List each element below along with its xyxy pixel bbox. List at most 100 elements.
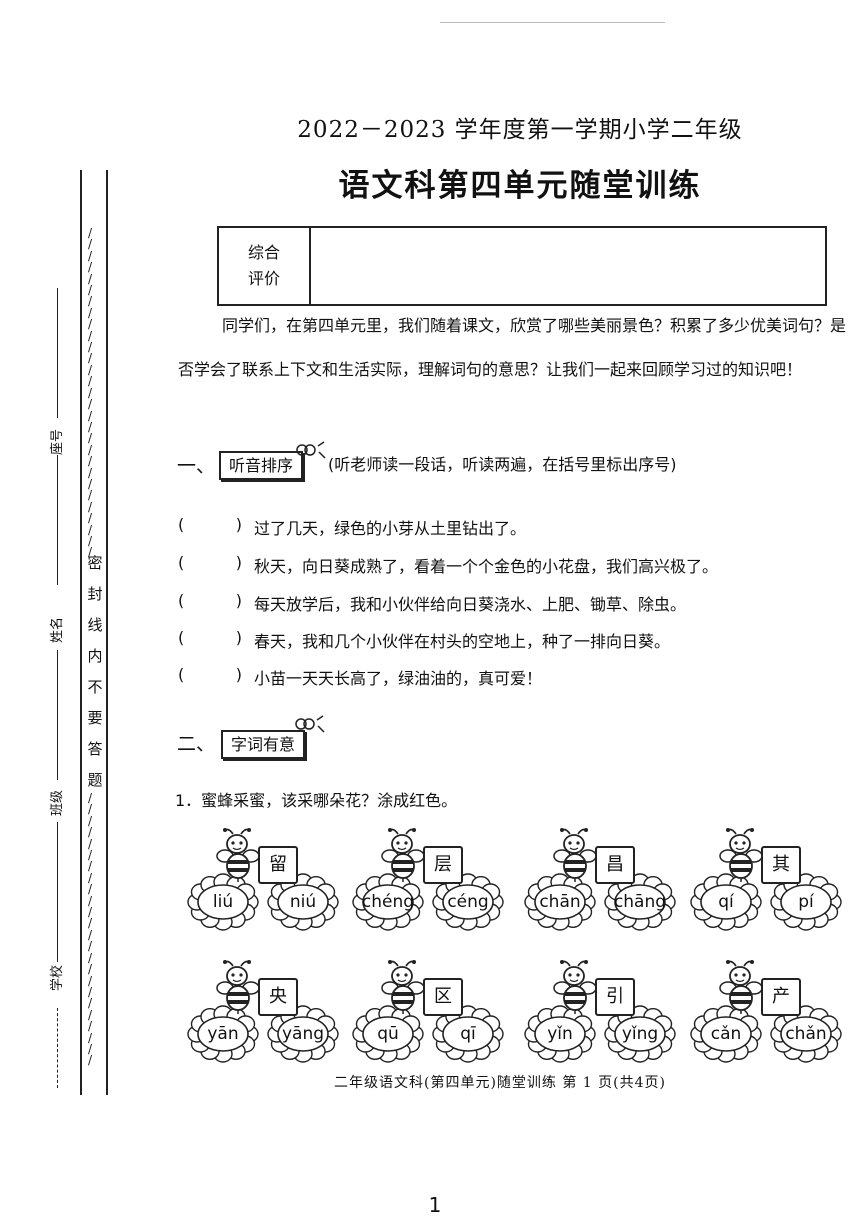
- flower-option-left[interactable]: yān: [185, 1004, 261, 1064]
- pinyin-option: liú: [212, 892, 234, 912]
- pinyin-option: chǎn: [785, 1024, 827, 1044]
- character-card: 区: [423, 978, 463, 1016]
- margin-hatch-bottom: / / / / / / / / / / / / / / / / / / / / …: [88, 791, 93, 1068]
- ordering-item: 春天，我和几个小伙伴在村头的空地上，种了一排向日葵。: [178, 628, 818, 652]
- pinyin-option: chéng: [361, 892, 415, 912]
- margin-line-inner: [80, 170, 82, 1095]
- ordering-item-text: 小苗一天天长高了，绿油油的，真可爱！: [254, 669, 543, 688]
- class-line: [57, 650, 58, 780]
- character-card: 其: [761, 846, 801, 884]
- bee-flower-group: liú niú 留: [185, 826, 340, 938]
- flower-option-left[interactable]: chān: [522, 872, 598, 932]
- evaluation-box: 综合 评价: [217, 226, 827, 306]
- seat-number-line: [57, 288, 58, 418]
- section1-title: 听音排序: [219, 451, 304, 480]
- flower-option-right[interactable]: yǐng: [602, 1004, 678, 1064]
- flower-option-right[interactable]: qī: [430, 1004, 506, 1064]
- bee-icon: [552, 958, 602, 1014]
- flower-option-right[interactable]: céng: [430, 872, 506, 932]
- margin-line-outer: [106, 170, 108, 1095]
- seal-char: 内: [87, 647, 103, 665]
- ordering-item-text: 秋天，向日葵成熟了，看着一个个金色的小花盘，我们高兴极了。: [254, 557, 719, 576]
- flower-option-left[interactable]: yǐn: [522, 1004, 598, 1064]
- pinyin-option: niú: [289, 892, 317, 912]
- pinyin-option: chān: [539, 892, 581, 912]
- pinyin-option: céng: [447, 892, 489, 912]
- bee-icon: [718, 958, 768, 1014]
- seat-number-label: 座号: [50, 429, 65, 456]
- evaluation-label-line2: 评价: [247, 269, 280, 288]
- ordering-item-text: 每天放学后，我和小伙伴给向日葵浇水、上肥、锄草、除虫。: [254, 595, 687, 614]
- pinyin-option: cǎn: [710, 1024, 742, 1044]
- flower-option-left[interactable]: qū: [350, 1004, 426, 1064]
- page-footer: 二年级语文科(第四单元)随堂训练 第 1 页(共4页): [333, 1075, 666, 1091]
- flower-option-left[interactable]: cǎn: [688, 1004, 764, 1064]
- pinyin-option: qí: [718, 892, 734, 912]
- section1-number: 一、: [177, 451, 215, 478]
- pinyin-option: chāng: [613, 892, 667, 912]
- section2-number: 二、: [177, 729, 215, 756]
- bee-doodle-icon: [295, 715, 325, 733]
- pinyin-option: qū: [377, 1024, 399, 1044]
- character-card: 层: [423, 846, 463, 884]
- ordering-item: 秋天，向日葵成熟了，看着一个个金色的小花盘，我们高兴极了。: [178, 553, 818, 577]
- margin-hatch-top: / / / / / / / / / / / / / / / / / / / / …: [88, 226, 93, 560]
- section2-header: 字词有意: [221, 730, 306, 759]
- pinyin-option: yāng: [281, 1024, 325, 1044]
- section-number: 二、: [177, 733, 216, 755]
- bee-icon: [552, 826, 602, 882]
- seal-line-notice: 密 封 线 内 不 要 答 题: [86, 548, 104, 796]
- bee-flower-group: qū qī 区: [350, 958, 505, 1070]
- bee-flower-group: yǐn yǐng 引: [522, 958, 677, 1070]
- ordering-item: 每天放学后，我和小伙伴给向日葵浇水、上肥、锄草、除虫。: [178, 591, 818, 615]
- flower-option-right[interactable]: yāng: [265, 1004, 341, 1064]
- ordering-item: 小苗一天天长高了，绿油油的，真可爱！: [178, 665, 818, 689]
- exam-title-line1: 2022－2023 学年度第一学期小学二年级: [297, 117, 743, 143]
- flower-option-left[interactable]: liú: [185, 872, 261, 932]
- bee-icon: [215, 958, 265, 1014]
- character-card: 央: [258, 978, 298, 1016]
- scan-artifact-line: [440, 22, 665, 23]
- seal-char: 封: [87, 585, 103, 603]
- bee-icon: [215, 826, 265, 882]
- evaluation-label: 综合 评价: [219, 228, 311, 304]
- seal-char: 密: [87, 554, 103, 572]
- pinyin-option: yān: [207, 1024, 239, 1044]
- bee-icon: [380, 826, 430, 882]
- page-number: 1: [428, 1193, 442, 1217]
- exam-title-line2: 语文科第四单元随堂训练: [338, 168, 702, 204]
- flower-option-right[interactable]: chǎn: [768, 1004, 844, 1064]
- seal-char: 要: [87, 709, 103, 727]
- bee-flower-group: cǎn chǎn 产: [688, 958, 843, 1070]
- question-1-prompt: 1．蜜蜂采蜜，该采哪朵花？涂成红色。: [175, 791, 458, 810]
- margin-dash-line: [57, 1008, 58, 1088]
- bee-doodle-icon: [296, 441, 326, 459]
- ordering-item-text: 春天，我和几个小伙伴在村头的空地上，种了一排向日葵。: [254, 632, 671, 651]
- section2-title: 字词有意: [221, 730, 306, 759]
- pinyin-option: yǐn: [547, 1024, 573, 1044]
- pinyin-option: yǐng: [621, 1024, 659, 1044]
- flower-option-left[interactable]: chéng: [350, 872, 426, 932]
- character-card: 留: [258, 846, 298, 884]
- evaluation-label-line1: 综合: [247, 243, 280, 262]
- flower-option-right[interactable]: pí: [768, 872, 844, 932]
- pinyin-option: pí: [798, 892, 814, 912]
- section1-header: 听音排序: [219, 451, 304, 480]
- seal-char: 不: [87, 678, 103, 696]
- pinyin-option: qī: [460, 1024, 476, 1044]
- seal-char: 线: [87, 616, 103, 634]
- section1-instruction: (听老师读一段话，听读两遍，在括号里标出序号): [328, 455, 677, 474]
- name-line: [57, 455, 58, 585]
- bee-icon: [380, 958, 430, 1014]
- section-number: 一、: [177, 455, 216, 477]
- character-card: 引: [595, 978, 635, 1016]
- ordering-item-text: 过了几天，绿色的小芽从土里钻出了。: [254, 519, 527, 538]
- character-card: 昌: [595, 846, 635, 884]
- flower-option-left[interactable]: qí: [688, 872, 764, 932]
- name-label: 姓名: [50, 617, 65, 644]
- intro-paragraph: 同学们，在第四单元里，我们随着课文，欣赏了哪些美丽景色？积累了多少优美词句？是否…: [178, 316, 847, 379]
- bee-icon: [718, 826, 768, 882]
- bee-flower-group: yān yāng 央: [185, 958, 340, 1070]
- bee-flower-group: chéng céng 层: [350, 826, 505, 938]
- ordering-item: 过了几天，绿色的小芽从土里钻出了。: [178, 515, 818, 539]
